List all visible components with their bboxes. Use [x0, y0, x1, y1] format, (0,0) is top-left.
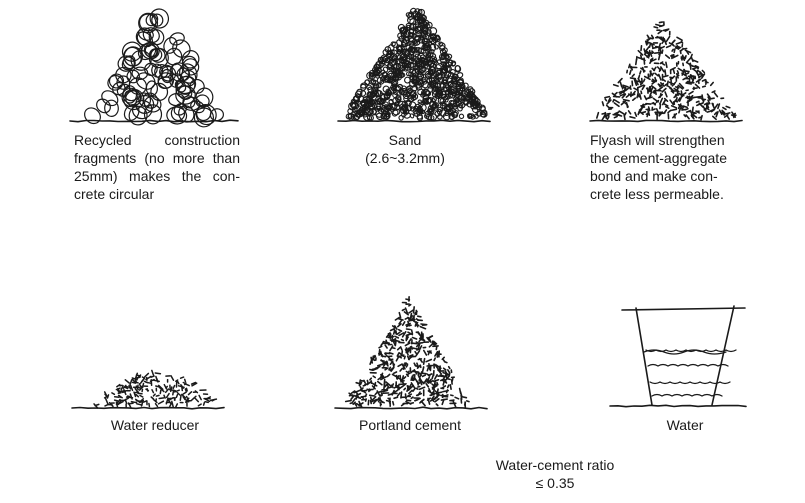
caption-line: Water-cement ratio: [495, 457, 615, 473]
water-reducer-pile-icon: [71, 369, 225, 410]
water-container-icon: [609, 305, 747, 408]
cement-pile-icon: [334, 295, 488, 410]
caption-line: ≤ 0.35: [535, 475, 575, 491]
caption-line: crete less permeable.: [590, 186, 724, 202]
water-cement-ratio-caption: Water-cement ratio ≤ 0.35: [470, 456, 640, 492]
portland-cement-caption: Portland cement: [345, 416, 475, 434]
caption-line: Water reducer: [110, 417, 200, 433]
caption-line: Portland cement: [359, 417, 461, 433]
caption-line: fragments (no more than: [74, 150, 240, 166]
sand-pile-icon: [337, 7, 491, 123]
caption-line: the cement-aggregate: [590, 150, 727, 166]
water-caption: Water: [640, 416, 730, 434]
water-reducer-caption: Water reducer: [90, 416, 220, 434]
caption-line: Recycled construction: [74, 132, 240, 148]
flyash-pile-icon: [589, 21, 743, 123]
caption-line: Flyash will strengthen: [590, 132, 725, 148]
caption-line: (2.6~3.2mm): [365, 150, 445, 166]
gravel-pile-icon: [69, 8, 239, 128]
sand-caption: Sand (2.6~3.2mm): [350, 131, 460, 167]
caption-line: bond and make con-: [590, 168, 718, 184]
caption-line: crete circular: [74, 186, 155, 202]
flyash-caption: Flyash will strengthen the cement-aggreg…: [590, 131, 760, 203]
caption-line: 25mm) makes the con-: [74, 168, 240, 184]
recycled-fragments-caption: Recycled construction fragments (no more…: [74, 131, 240, 203]
caption-line: Water: [666, 417, 704, 433]
caption-line: Sand: [388, 132, 422, 148]
